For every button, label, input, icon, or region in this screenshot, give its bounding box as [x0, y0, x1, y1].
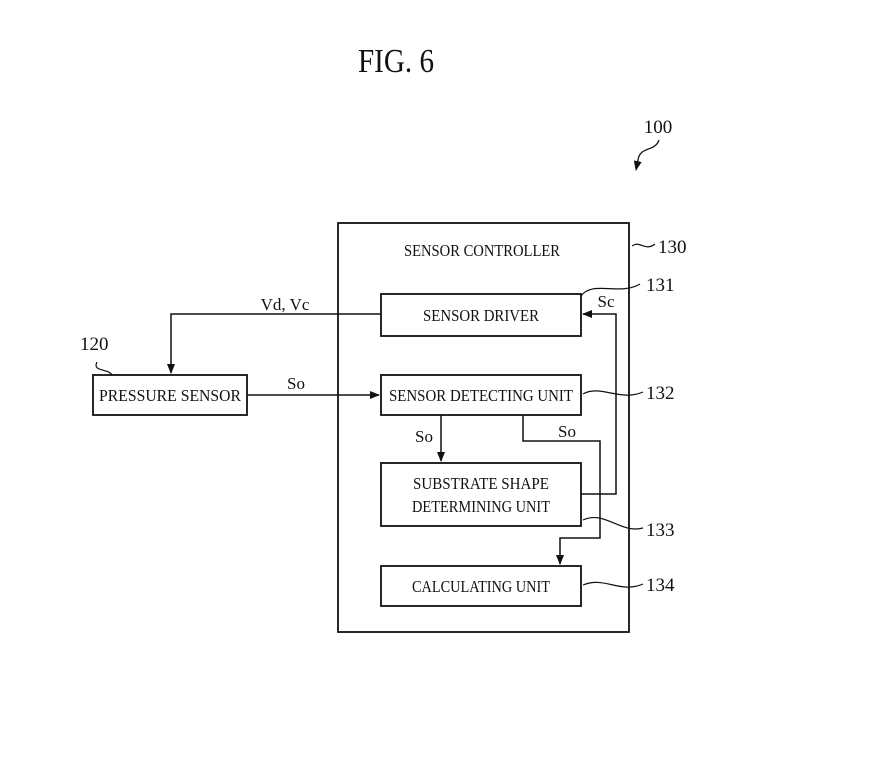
- ref-134-leader: [582, 581, 644, 588]
- sensor-controller-box: [337, 222, 630, 633]
- ref-100: 100: [644, 117, 673, 138]
- calculating-unit-label: CALCULATING UNIT: [412, 577, 551, 596]
- sc-control-label: Sc: [598, 292, 615, 311]
- sensor-controller-label: SENSOR CONTROLLER: [404, 241, 561, 260]
- ref-131-leader: [580, 283, 641, 297]
- ref-100-arrow: [633, 139, 660, 171]
- sensor-driver-box: [380, 293, 582, 337]
- substrate-shape-label-line1: SUBSTRATE SHAPE: [413, 474, 549, 493]
- so-to-calc-label: So: [558, 422, 576, 441]
- ref-134: 134: [646, 575, 675, 596]
- ref-133-leader: [582, 517, 644, 530]
- figure-title: FIG. 6: [358, 43, 434, 80]
- drive-signal-label: Vd, Vc: [261, 295, 310, 314]
- ref-133: 133: [646, 520, 675, 541]
- calculating-unit-box: [380, 565, 582, 607]
- so-to-calc-line: [522, 415, 601, 565]
- substrate-shape-determining-unit-box: [380, 462, 582, 527]
- ref-132-leader: [582, 390, 644, 396]
- ref-120: 120: [80, 334, 109, 355]
- ref-131: 131: [646, 275, 675, 296]
- ref-120-leader: [95, 361, 113, 376]
- sensor-detecting-unit-label: SENSOR DETECTING UNIT: [389, 386, 574, 405]
- ref-130-leader: [631, 243, 656, 248]
- sc-control-line: [581, 310, 617, 495]
- so-input-label: So: [287, 374, 305, 393]
- ref-130: 130: [658, 237, 687, 258]
- ref-132: 132: [646, 383, 675, 404]
- drive-signal-line: [167, 313, 381, 374]
- substrate-shape-label-line2: DETERMINING UNIT: [412, 497, 551, 516]
- sensor-driver-label: SENSOR DRIVER: [423, 306, 540, 325]
- so-to-substrate-label: So: [415, 427, 433, 446]
- pressure-sensor-label: PRESSURE SENSOR: [99, 386, 242, 405]
- sensor-detecting-unit-box: [380, 374, 582, 416]
